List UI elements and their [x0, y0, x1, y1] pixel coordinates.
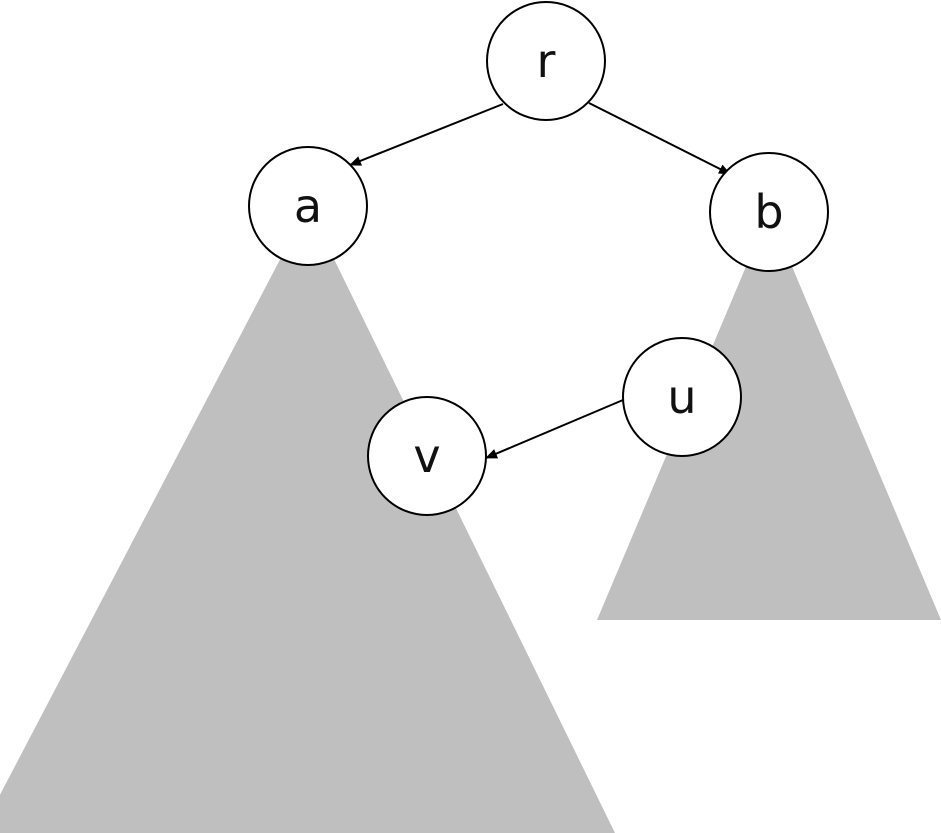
node-r: r [486, 1, 606, 121]
edge-r-to-a [349, 103, 504, 166]
node-r-label: r [537, 34, 556, 88]
node-u-label: u [667, 370, 696, 424]
subtree-a-triangle [0, 206, 615, 833]
node-a-label: a [294, 179, 322, 233]
node-b-circle [709, 152, 829, 272]
node-v-circle [367, 396, 487, 516]
node-b: b [709, 152, 829, 272]
node-v: v [367, 396, 487, 516]
edge-u-to-v [485, 399, 624, 459]
subtree-b-triangle [597, 212, 941, 620]
edge-r-to-b [588, 102, 731, 175]
node-a: a [248, 146, 368, 266]
node-b-label: b [754, 185, 783, 239]
node-u: u [622, 337, 742, 457]
node-r-circle [486, 1, 606, 121]
node-u-circle [622, 337, 742, 457]
node-a-circle [248, 146, 368, 266]
node-v-label: v [413, 429, 440, 483]
